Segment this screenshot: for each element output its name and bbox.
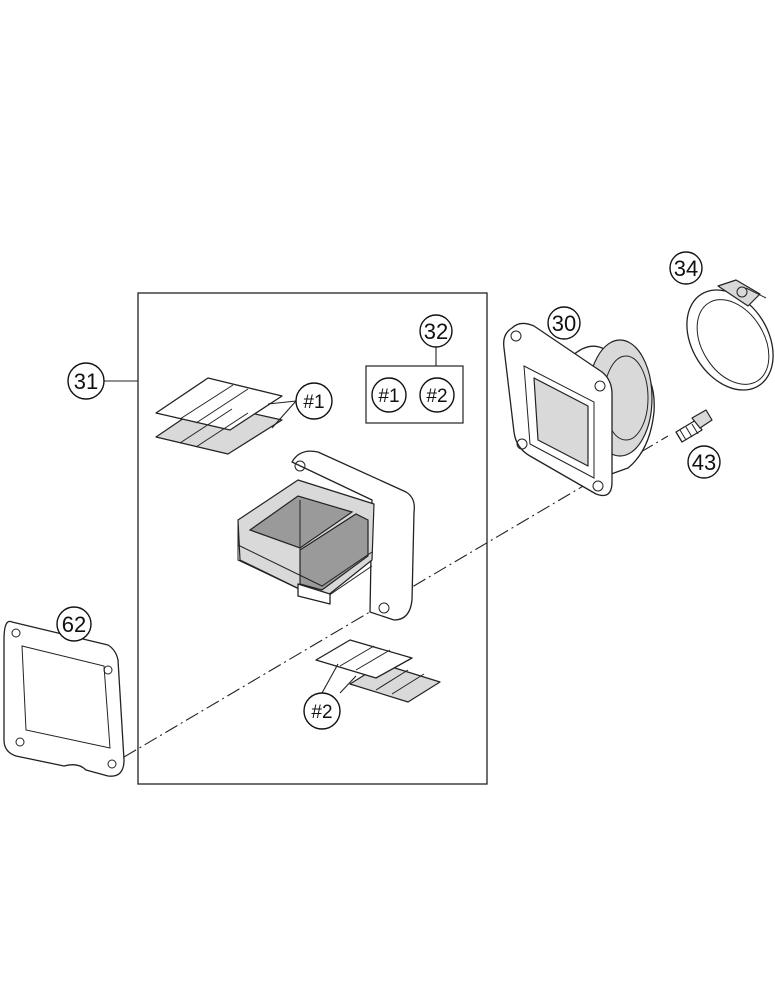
callout-reeds-2: #2 bbox=[303, 692, 341, 730]
assembly-frame-31 bbox=[137, 292, 488, 785]
reed-petals-lower bbox=[315, 639, 441, 703]
callout-62: 62 bbox=[56, 606, 92, 642]
svg-text:32: 32 bbox=[424, 319, 448, 344]
svg-text:62: 62 bbox=[62, 612, 86, 637]
svg-text:30: 30 bbox=[552, 311, 576, 336]
callout-32: 32 bbox=[419, 314, 453, 348]
svg-text:34: 34 bbox=[674, 256, 698, 281]
reed-block-body bbox=[237, 450, 415, 621]
callout-kit-1: #1 bbox=[371, 377, 407, 413]
callout-30: 30 bbox=[547, 306, 581, 340]
callout-34: 34 bbox=[669, 251, 703, 285]
hose-clamp-34 bbox=[686, 279, 774, 391]
gasket-62 bbox=[3, 620, 125, 777]
callout-43: 43 bbox=[687, 445, 721, 479]
callout-kit-2: #2 bbox=[419, 377, 455, 413]
intake-flange-30 bbox=[503, 322, 655, 497]
svg-text:#2: #2 bbox=[426, 386, 447, 407]
svg-text:31: 31 bbox=[74, 369, 98, 394]
svg-text:#2: #2 bbox=[311, 702, 332, 723]
callout-31: 31 bbox=[67, 362, 105, 400]
kit-frame-32 bbox=[365, 365, 464, 424]
screw-43 bbox=[675, 409, 713, 443]
callout-reeds-1: #1 bbox=[295, 382, 333, 420]
svg-text:#1: #1 bbox=[303, 392, 324, 413]
svg-text:#1: #1 bbox=[378, 386, 399, 407]
reed-petals-upper bbox=[155, 377, 297, 455]
svg-text:43: 43 bbox=[692, 450, 716, 475]
